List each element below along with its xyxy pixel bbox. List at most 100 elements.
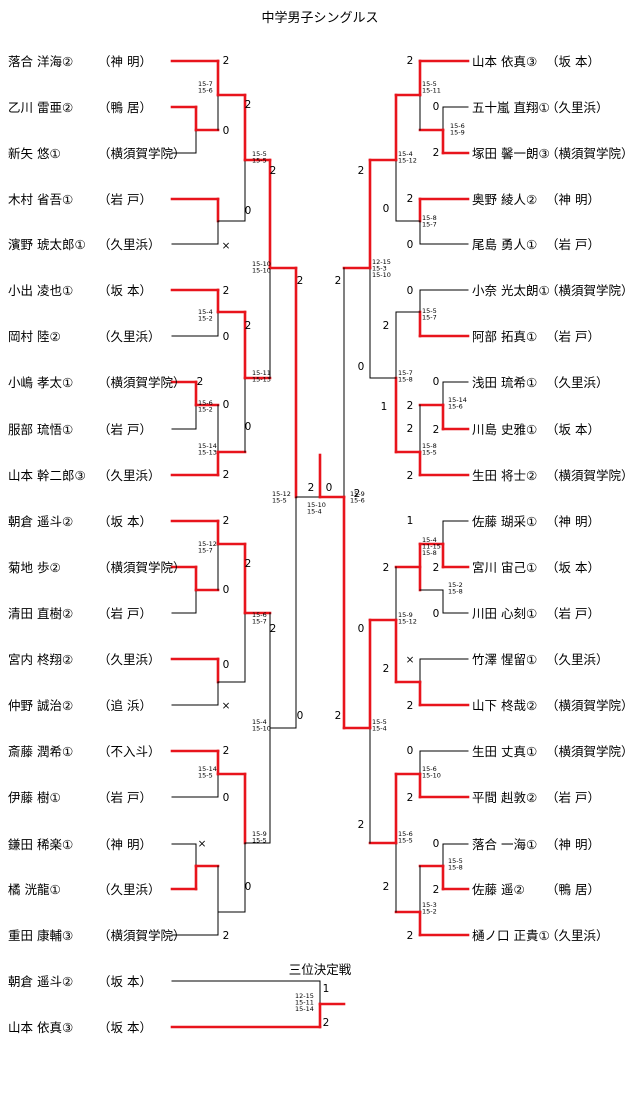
game-score: 15-5 <box>448 857 463 865</box>
player-name: 橘 洸龍① <box>8 882 61 897</box>
game-score: 15-2 <box>448 581 463 589</box>
player-school: （鴨 居） <box>546 882 600 897</box>
game-score: 15-10 <box>307 501 326 509</box>
game-score: 15-12 <box>398 618 417 626</box>
game-score: 15-8 <box>422 442 437 450</box>
game-score: 15-2 <box>198 406 213 414</box>
player-school: （坂 本） <box>98 974 152 989</box>
player-name: 浅田 琉希① <box>472 375 537 390</box>
game-score: 15-4 <box>307 508 322 516</box>
player-school: （神 明） <box>98 54 152 69</box>
game-score: 15-8 <box>448 864 463 872</box>
game-score: 15-6 <box>398 830 413 838</box>
match-result: 0 <box>433 608 440 620</box>
player-school: （追 浜） <box>98 698 152 713</box>
player-school: （岩 戸） <box>546 790 600 805</box>
player-school: （岩 戸） <box>98 790 152 805</box>
game-score: 15-10 <box>372 271 391 279</box>
match-result: 2 <box>433 884 440 896</box>
bracket-title: 中学男子シングルス <box>261 10 378 26</box>
match-result: 2 <box>407 423 414 435</box>
match-result: 2 <box>223 930 230 942</box>
match-result: 2 <box>335 275 342 287</box>
game-score: 15-5 <box>422 307 437 315</box>
match-result: 2 <box>354 488 361 500</box>
game-score: 15-5 <box>422 80 437 88</box>
game-score: 15-10 <box>422 772 441 780</box>
player-school: （久里浜） <box>98 882 161 897</box>
player-school: （横須賀学院） <box>546 698 634 713</box>
game-score: 15-5 <box>422 449 437 457</box>
match-result: 0 <box>297 710 304 722</box>
match-result: 2 <box>223 55 230 67</box>
match-result: 0 <box>245 421 252 433</box>
player-school: （岩 戸） <box>98 422 152 437</box>
game-score: 15-7 <box>198 547 213 555</box>
match-result: 0 <box>433 838 440 850</box>
player-name: 小嶋 孝太① <box>8 375 73 390</box>
player-school: （久里浜） <box>98 329 161 344</box>
player-school: （久里浜） <box>98 237 161 252</box>
match-result: 0 <box>383 203 390 215</box>
game-score: 15-6 <box>252 611 267 619</box>
game-score: 15-9 <box>350 490 365 498</box>
match-result: 0 <box>223 331 230 343</box>
match-result: 2 <box>335 710 342 722</box>
player-school: （久里浜） <box>98 652 161 667</box>
game-score: 15-6 <box>448 403 463 411</box>
game-score: 15-7 <box>422 221 437 229</box>
player-school: （岩 戸） <box>546 329 600 344</box>
match-result: 0 <box>245 881 252 893</box>
game-score: 15-4 <box>422 536 437 544</box>
player-school: （坂 本） <box>98 1020 152 1035</box>
game-score: 15-3 <box>422 901 437 909</box>
match-result: 2 <box>245 558 252 570</box>
player-school: （坂 本） <box>546 422 600 437</box>
game-score: 15-5 <box>252 837 267 845</box>
game-score: 12-15 <box>372 258 391 266</box>
player-school: （神 明） <box>546 192 600 207</box>
player-name: 服部 琉悟① <box>8 422 73 437</box>
match-result: 2 <box>433 147 440 159</box>
game-score: 15-4 <box>252 718 267 726</box>
player-name: 阿部 拓真① <box>472 329 537 344</box>
match-result: 0 <box>407 745 414 757</box>
game-score: 15-8 <box>422 214 437 222</box>
match-result: × <box>406 654 415 666</box>
player-school: （横須賀学院） <box>98 146 186 161</box>
game-score: 15-5 <box>398 837 413 845</box>
match-result: 2 <box>197 376 204 388</box>
match-result: 2 <box>407 400 414 412</box>
match-result: 2 <box>223 285 230 297</box>
match-result: 0 <box>407 285 414 297</box>
match-result: 2 <box>245 320 252 332</box>
match-result: 2 <box>407 792 414 804</box>
player-school: （坂 本） <box>546 54 600 69</box>
match-result: 2 <box>407 193 414 205</box>
match-result: 2 <box>270 623 277 635</box>
player-school: （岩 戸） <box>546 606 600 621</box>
match-result: 2 <box>407 55 414 67</box>
player-name: 清田 直樹② <box>8 606 73 621</box>
player-school: （神 明） <box>546 514 600 529</box>
game-score: 15-5 <box>252 157 267 165</box>
player-name: 川田 心刻① <box>472 606 537 621</box>
game-score: 15-13 <box>252 376 271 384</box>
game-score: 15-6 <box>350 497 365 505</box>
game-score: 15-9 <box>450 129 465 137</box>
player-name: 朝倉 遥斗② <box>8 514 73 529</box>
player-list: 落合 洋海②（神 明）山本 依真③（坂 本）乙川 雷亜②（鴨 居）五十嵐 直翔①… <box>8 54 634 1035</box>
game-score: 12-15 <box>295 992 314 1000</box>
player-name: 乙川 雷亜② <box>8 100 73 115</box>
game-score: 15-2 <box>198 315 213 323</box>
game-score: 15-6 <box>198 399 213 407</box>
player-school: （神 明） <box>98 837 152 852</box>
player-school: （坂 本） <box>98 283 152 298</box>
game-score: 15-7 <box>398 369 413 377</box>
player-name: 五十嵐 直翔① <box>472 100 550 115</box>
player-school: （横須賀学院） <box>546 468 634 483</box>
player-name: 生田 丈真① <box>472 744 537 759</box>
player-school: （久里浜） <box>546 375 609 390</box>
game-score: 15-6 <box>450 122 465 130</box>
game-score: 15-4 <box>372 725 387 733</box>
